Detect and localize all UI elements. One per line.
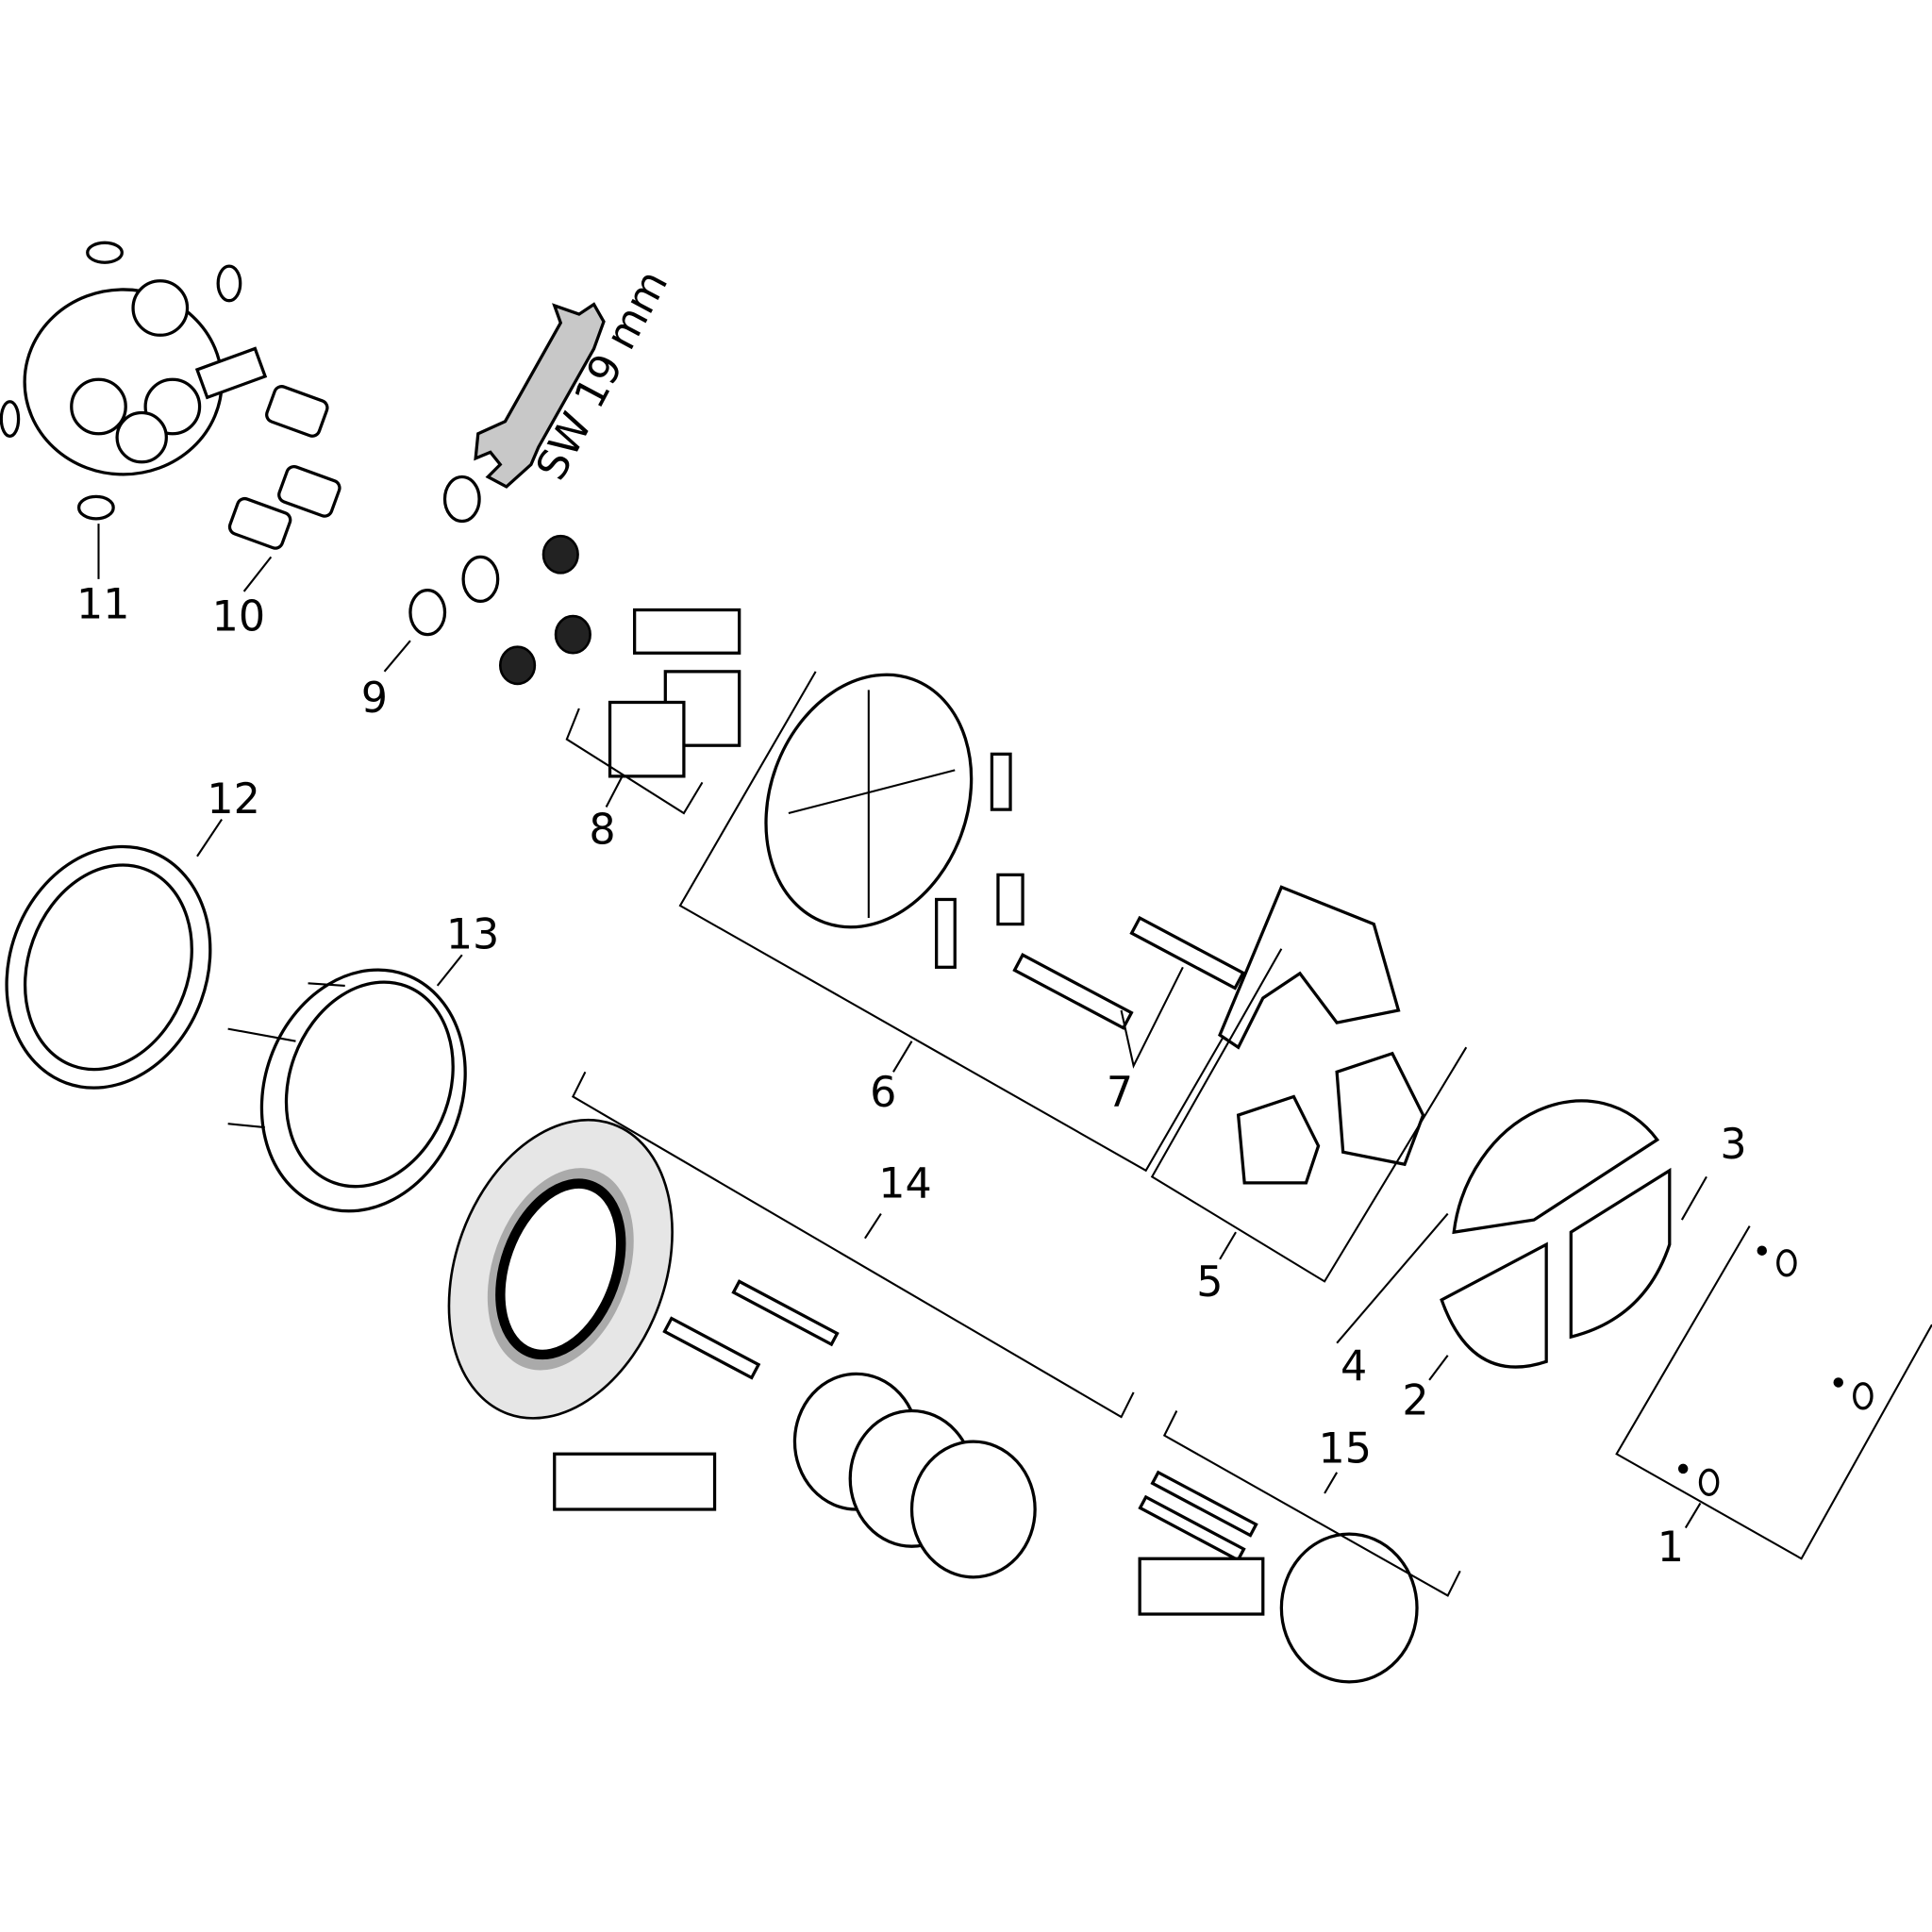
part-6-mounting-plate xyxy=(764,673,1024,969)
part-7-extension-rods xyxy=(1012,915,1245,1030)
part-3-cover-plate xyxy=(1440,1099,1672,1369)
label-2: 2 xyxy=(1402,1376,1428,1424)
label-9: 9 xyxy=(361,675,388,723)
label-3: 3 xyxy=(1720,1121,1746,1169)
wrench-tool xyxy=(474,302,606,489)
label-11: 11 xyxy=(76,581,129,629)
part-13-ring-frame xyxy=(227,968,467,1213)
part-14-installation-set xyxy=(447,1118,1037,1579)
label-14: 14 xyxy=(878,1160,932,1208)
label-6: 6 xyxy=(870,1069,896,1117)
label-8: 8 xyxy=(589,807,615,855)
part-10-cartridges xyxy=(227,385,341,550)
label-15: 15 xyxy=(1319,1424,1373,1473)
part-5-shields xyxy=(1218,885,1425,1185)
part-9-nuts xyxy=(408,475,591,686)
part-15-installation-set xyxy=(1138,1470,1419,1684)
part-1-screws xyxy=(1677,1245,1874,1496)
part-11-valve-body xyxy=(0,241,268,521)
part-8-brackets xyxy=(608,608,741,778)
label-7: 7 xyxy=(1107,1069,1133,1117)
label-13: 13 xyxy=(446,911,499,959)
label-1: 1 xyxy=(1657,1524,1684,1572)
label-5: 5 xyxy=(1196,1258,1223,1307)
label-4: 4 xyxy=(1341,1342,1367,1391)
part-12-ring xyxy=(5,844,212,1090)
label-12: 12 xyxy=(207,775,260,824)
label-10: 10 xyxy=(212,593,266,641)
